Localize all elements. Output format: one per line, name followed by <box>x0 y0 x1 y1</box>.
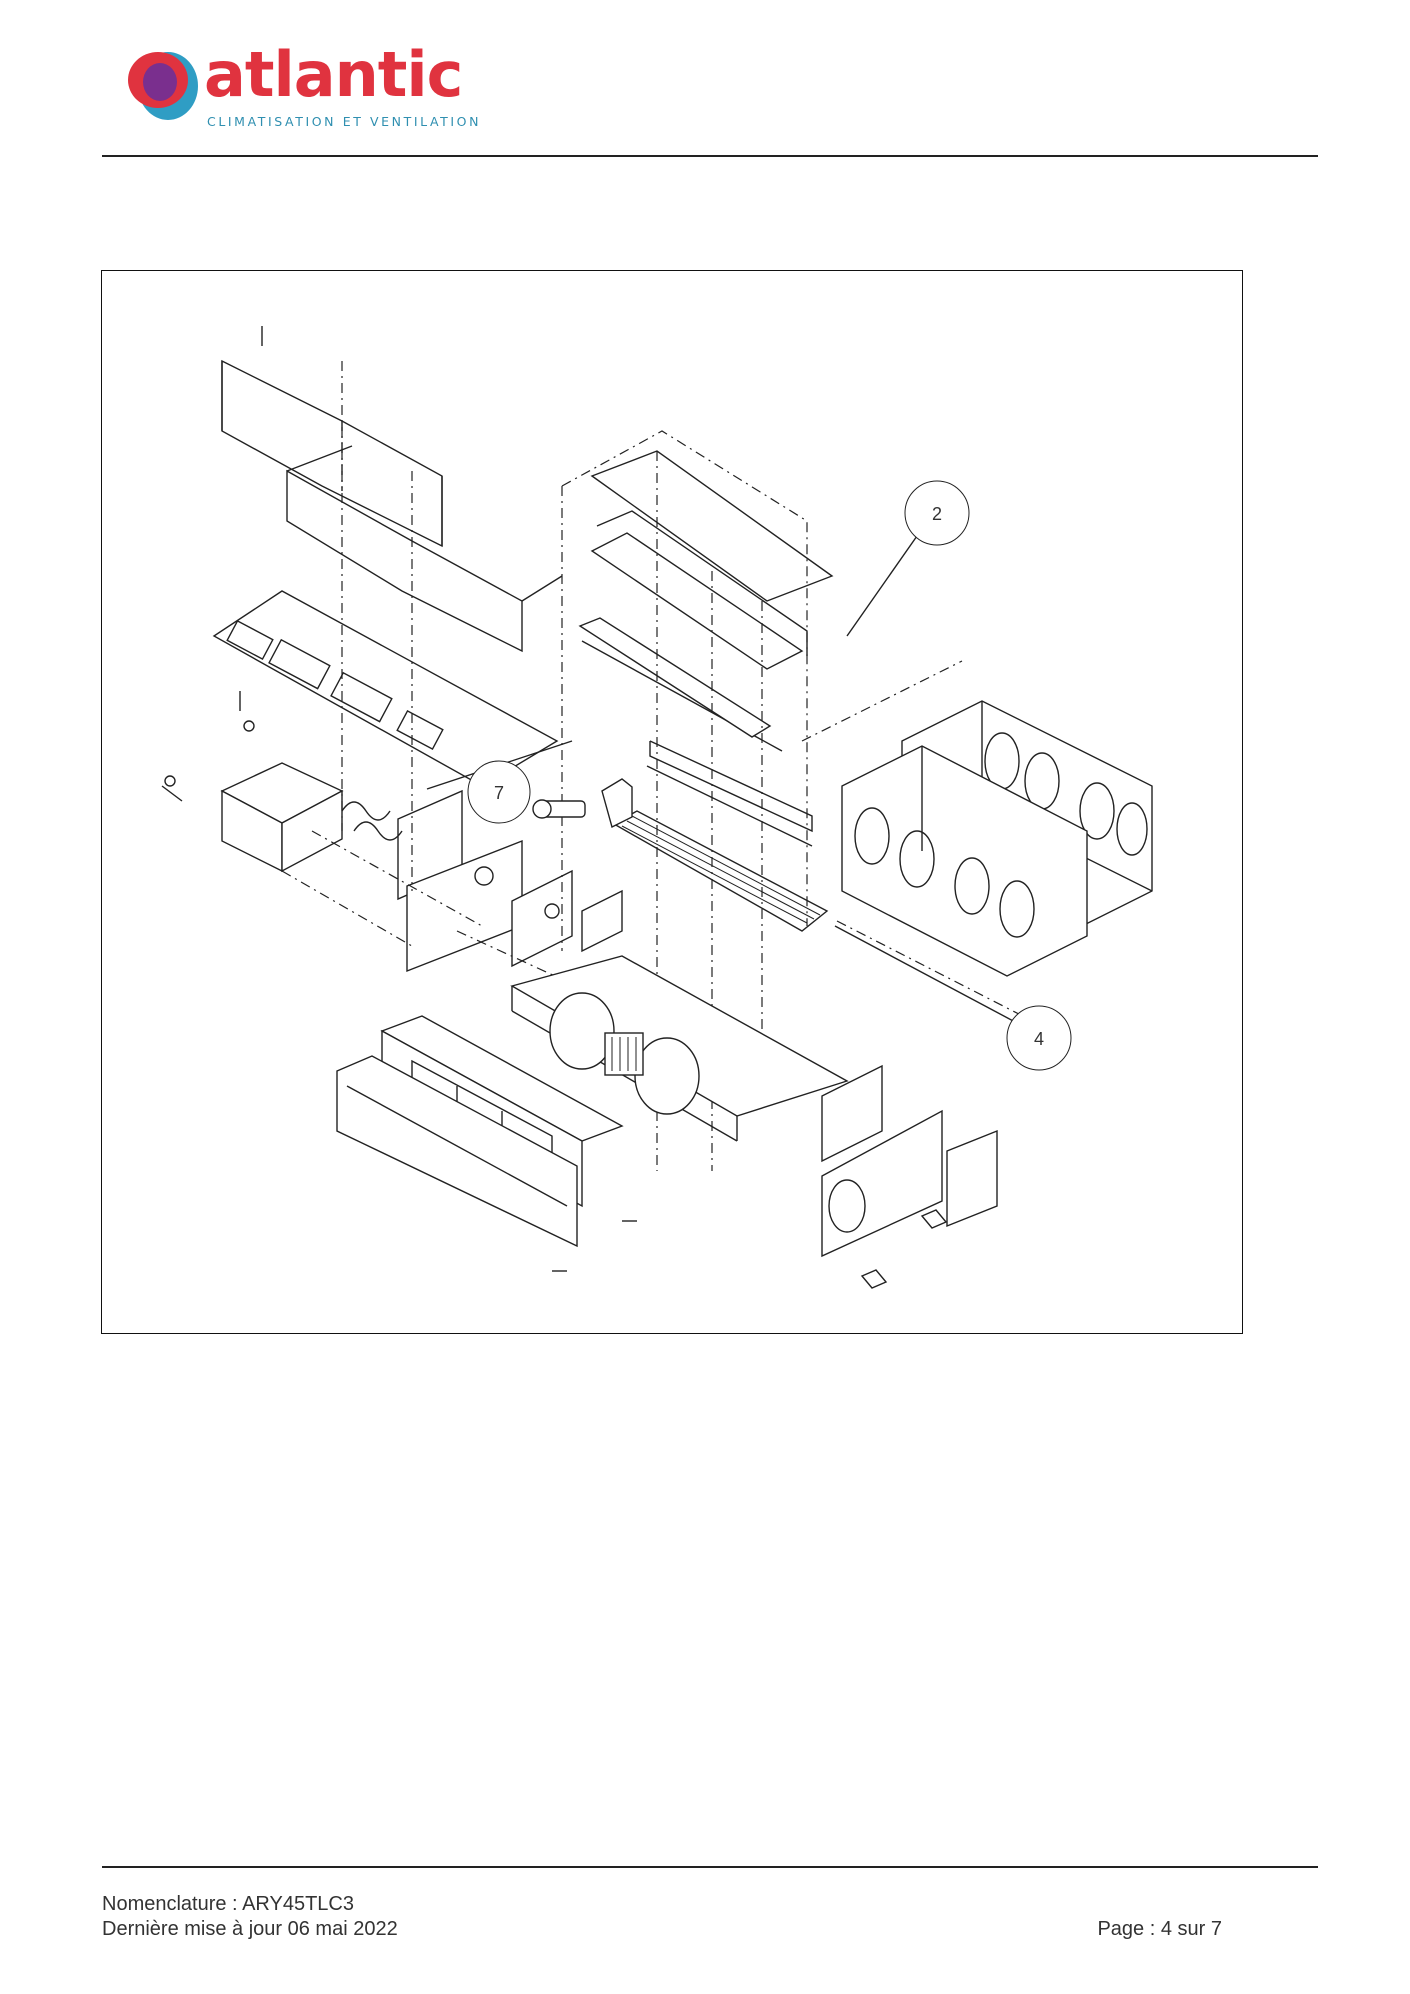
callout-4-label: 4 <box>1034 1029 1044 1049</box>
brand-logo: atlantic CLIMATISATION ET VENTILATION <box>120 38 500 134</box>
exploded-view-figure: 2 7 4 <box>101 270 1243 1334</box>
header-divider <box>102 155 1318 157</box>
duct-collar-group <box>841 700 1153 977</box>
nomenclature-text: Nomenclature : ARY45TLC3 <box>102 1893 354 1915</box>
logo-mark-icon <box>128 52 198 120</box>
page-number: Page : 4 sur 7 <box>1097 1918 1222 1940</box>
callout-2-label: 2 <box>932 504 942 524</box>
brand-name: atlantic <box>204 38 463 111</box>
footer-divider <box>102 1866 1318 1868</box>
callout-7: 7 <box>426 740 573 824</box>
exploded-diagram: 2 7 4 <box>161 326 1153 1289</box>
callout-7-label: 7 <box>494 783 504 803</box>
blower-group <box>336 955 998 1289</box>
brand-tagline: CLIMATISATION ET VENTILATION <box>207 114 482 129</box>
upper-casing-group <box>161 326 573 973</box>
footer-info: Nomenclature : ARY45TLC3 Dernière mise à… <box>102 1892 398 1942</box>
coil-group <box>281 361 1053 1171</box>
last-update-text: Dernière mise à jour 06 mai 2022 <box>102 1918 398 1940</box>
callout-4: 4 <box>834 925 1072 1071</box>
callout-2: 2 <box>846 480 970 637</box>
